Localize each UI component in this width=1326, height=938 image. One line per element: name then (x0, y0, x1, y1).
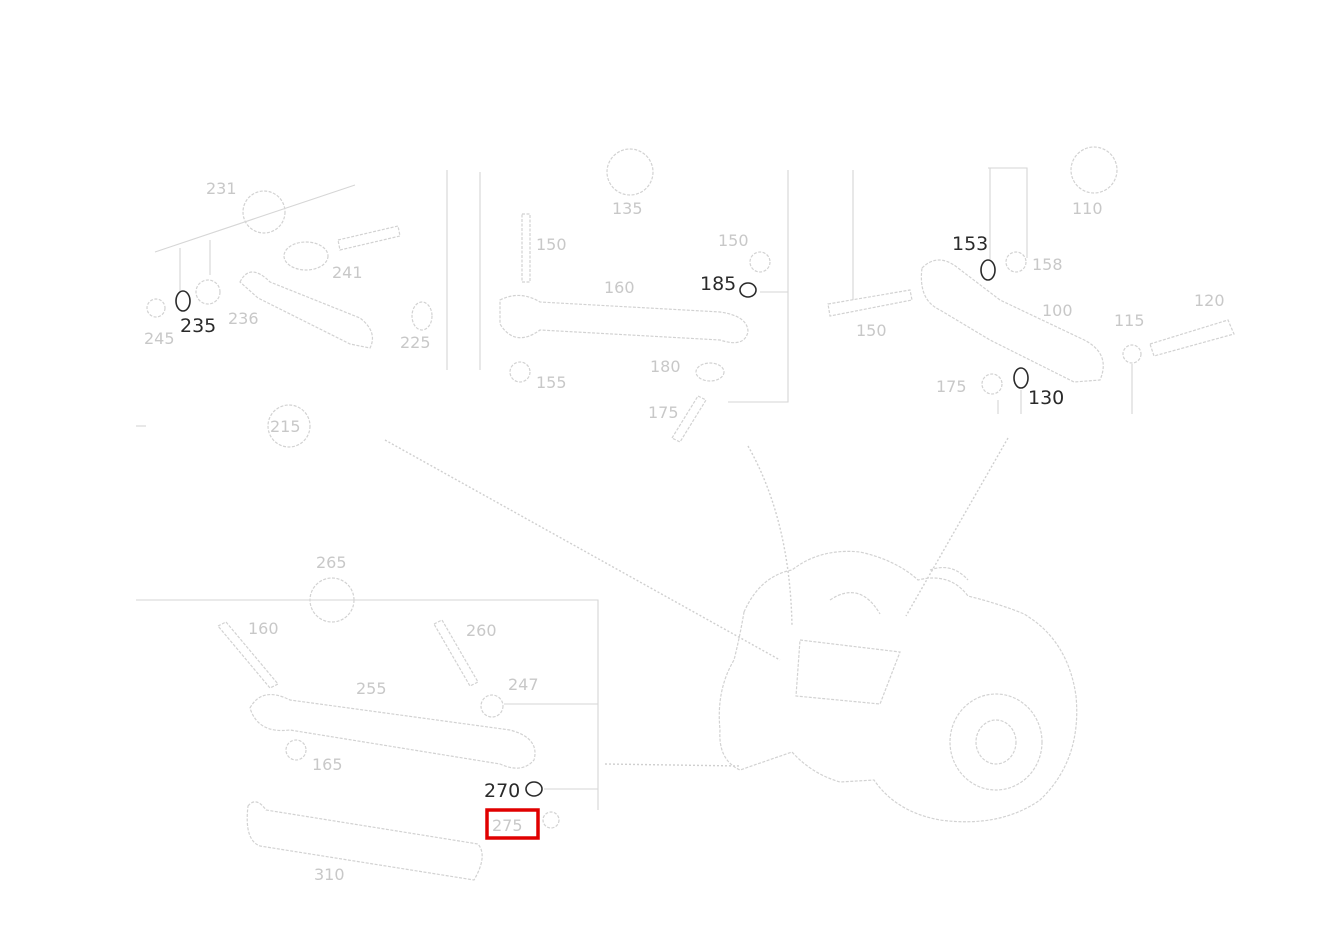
part-label-160: 160 (604, 278, 635, 297)
part-label-185: 185 (700, 273, 736, 295)
group-231-assembly: 231 245 235 236 241 225 (144, 170, 448, 370)
hub-part (949, 693, 1043, 791)
part-label-115: 115 (1114, 311, 1145, 330)
control-arm-part (499, 294, 749, 344)
leader-line-to-axle (604, 763, 741, 767)
nut-part (1122, 344, 1142, 364)
part-label-120: 120 (1194, 291, 1225, 310)
part-label-255: 255 (356, 679, 387, 698)
callout-label-110: 110 (1072, 199, 1103, 218)
part-label-275: 275 (492, 816, 523, 835)
bolt-part (521, 213, 531, 283)
washer-130 (1013, 367, 1029, 389)
bolt-part (1149, 319, 1235, 357)
washer-part (195, 279, 221, 305)
nut-part (411, 301, 433, 331)
highlight-box (485, 808, 540, 840)
tie-rod-part (246, 801, 483, 881)
part-label-270: 270 (484, 780, 520, 802)
frame-line (136, 599, 599, 810)
bolt-part (337, 225, 401, 251)
bracket-part (829, 592, 881, 615)
part-label-130: 130 (1028, 387, 1064, 409)
nut-part (509, 361, 531, 383)
control-arm-part (920, 259, 1104, 383)
callout-215: 215 (136, 404, 1009, 767)
part-label-175-b: 175 (936, 377, 967, 396)
part-label-310: 310 (314, 865, 345, 884)
bracket-part (929, 567, 969, 581)
bolt-part (671, 395, 707, 443)
part-label-235: 235 (180, 315, 216, 337)
callout-circle-231 (242, 190, 286, 234)
part-label-150-top: 150 (536, 235, 567, 254)
callout-label-215: 215 (270, 417, 301, 436)
part-label-175-a: 175 (648, 403, 679, 422)
nut-part (146, 298, 166, 318)
group-265-assembly: 265 160 260 247 255 165 270 275 310 (136, 553, 599, 884)
washer-270 (525, 781, 543, 797)
rear-axle-assembly (718, 550, 1078, 823)
nut-part (542, 811, 560, 829)
frame-line (988, 167, 1028, 258)
frame-line (728, 170, 789, 403)
washer-235 (175, 290, 191, 312)
part-label-150-c: 150 (856, 321, 887, 340)
leader-line (154, 184, 356, 253)
group-110-assembly: 110 153 158 150 100 120 115 175 130 (827, 146, 1235, 414)
part-label-153: 153 (952, 233, 988, 255)
washer-153 (980, 259, 996, 281)
leader-line-to-axle (905, 437, 1009, 617)
nut-part (749, 251, 771, 273)
control-arm-part (249, 693, 536, 769)
control-arm-part (239, 271, 373, 349)
leader-line-to-axle (747, 445, 793, 627)
washer-185 (739, 282, 757, 298)
leader-line-to-axle (384, 439, 781, 661)
nut-part (285, 739, 307, 761)
callout-label-231: 231 (206, 179, 237, 198)
nut-part (1005, 251, 1027, 273)
callout-circle-135 (606, 148, 654, 196)
nut-part (695, 362, 725, 382)
part-label-158: 158 (1032, 255, 1063, 274)
part-label-155: 155 (536, 373, 567, 392)
callout-circle-110 (1070, 146, 1118, 194)
axle-housing-part (718, 550, 1078, 823)
bolt-part (827, 289, 913, 317)
hub-center-part (975, 719, 1017, 765)
part-label-260: 260 (466, 621, 497, 640)
bolt-part (217, 621, 279, 689)
part-label-150-right: 150 (718, 231, 749, 250)
part-label-160-b: 160 (248, 619, 279, 638)
part-label-247: 247 (508, 675, 539, 694)
callout-label-265: 265 (316, 553, 347, 572)
nut-part (480, 694, 504, 718)
part-label-241: 241 (332, 263, 363, 282)
part-label-180: 180 (650, 357, 681, 376)
part-label-245: 245 (144, 329, 175, 348)
nut-part (981, 373, 1003, 395)
part-label-225: 225 (400, 333, 431, 352)
bushing-part (283, 241, 329, 271)
callout-label-135: 135 (612, 199, 643, 218)
part-label-236: 236 (228, 309, 259, 328)
part-label-165: 165 (312, 755, 343, 774)
bolt-part (433, 619, 479, 687)
part-label-100: 100 (1042, 301, 1073, 320)
knuckle-part (795, 639, 901, 705)
callout-circle-215 (267, 404, 311, 448)
group-135-assembly: 135 150 150 185 160 155 180 175 (479, 148, 789, 443)
